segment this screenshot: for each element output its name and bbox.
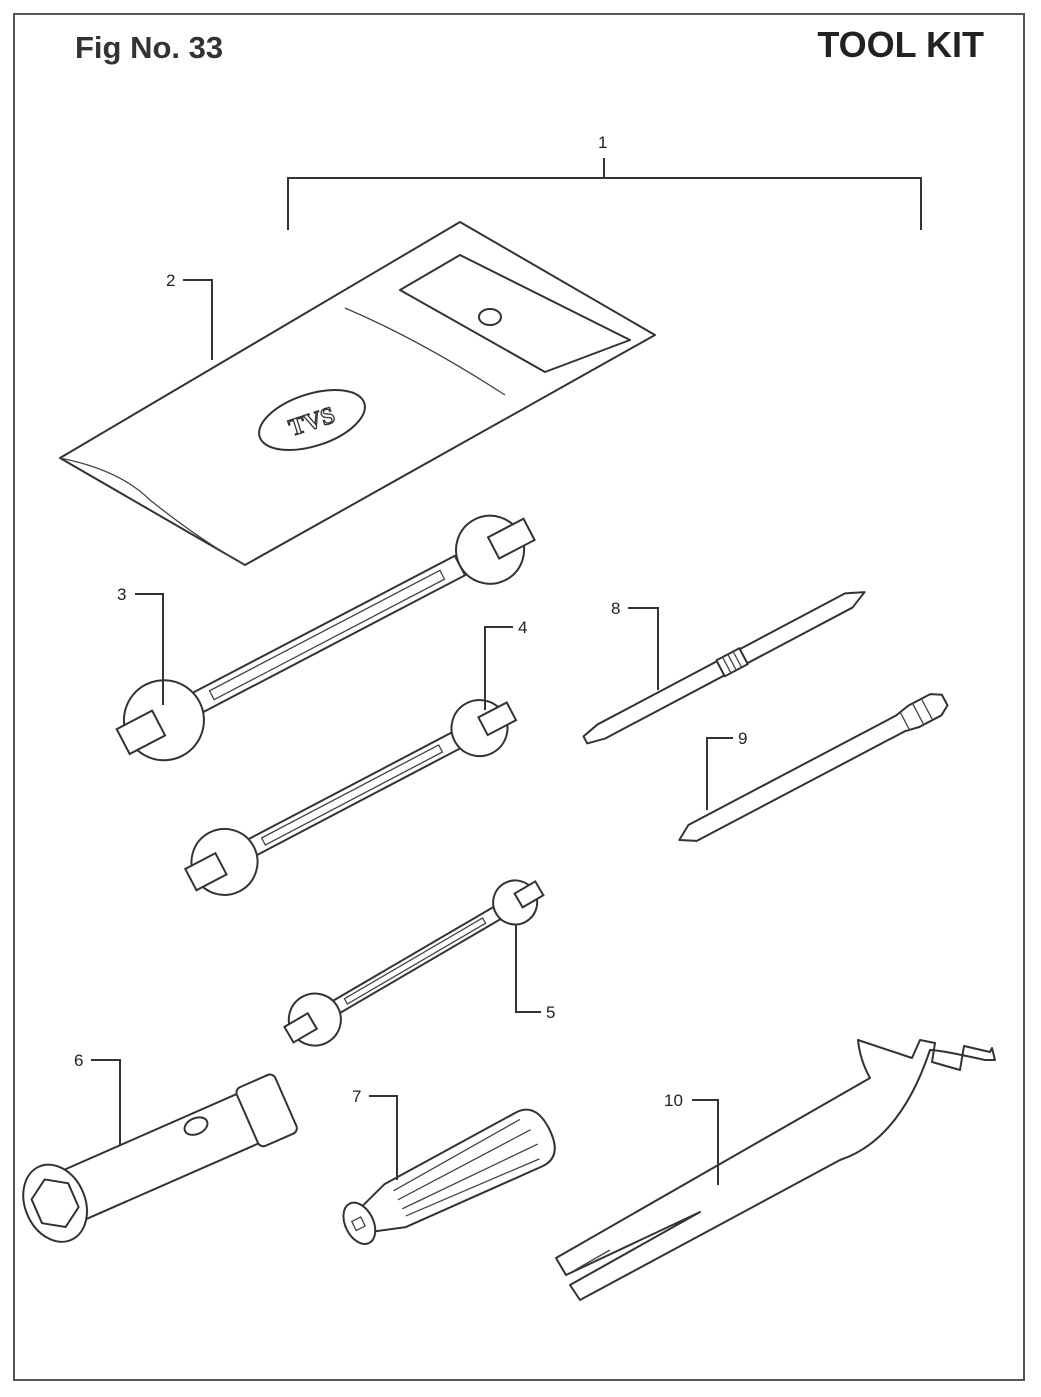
svg-text:5: 5 (546, 1003, 555, 1022)
hook-spanner (555, 1039, 996, 1301)
svg-text:7: 7 (352, 1087, 361, 1106)
screwdriver-bit-flat-phillips (582, 591, 866, 745)
callout-9: 9 (706, 729, 747, 810)
figure-border (13, 13, 1025, 1381)
wrench-small (283, 879, 545, 1047)
wrench-large (115, 514, 536, 762)
figure-number: Fig No. 33 (75, 30, 224, 65)
svg-text:8: 8 (611, 599, 620, 618)
callout-7: 7 (352, 1087, 398, 1180)
svg-text:2: 2 (166, 271, 175, 290)
svg-text:6: 6 (74, 1051, 83, 1070)
svg-text:10: 10 (664, 1091, 683, 1110)
callout-8: 8 (611, 599, 659, 690)
box-spanner (22, 1073, 298, 1243)
svg-text:4: 4 (518, 618, 527, 637)
screwdriver-bit (678, 693, 949, 842)
screwdriver-handle (342, 1108, 556, 1245)
svg-text:9: 9 (738, 729, 747, 748)
tool-pouch: TVS (59, 221, 656, 566)
callout-1: 1 (287, 133, 922, 230)
callout-10: 10 (664, 1091, 719, 1185)
svg-text:3: 3 (117, 585, 126, 604)
wrench-medium (183, 699, 518, 896)
callout-3: 3 (117, 585, 164, 705)
svg-text:1: 1 (598, 133, 607, 152)
callout-2: 2 (166, 271, 213, 360)
callout-5: 5 (515, 925, 555, 1022)
tvs-logo: TVS (258, 388, 366, 452)
callout-4: 4 (484, 618, 527, 710)
callout-6: 6 (74, 1051, 121, 1145)
figure-title: TOOL KIT (817, 24, 984, 65)
